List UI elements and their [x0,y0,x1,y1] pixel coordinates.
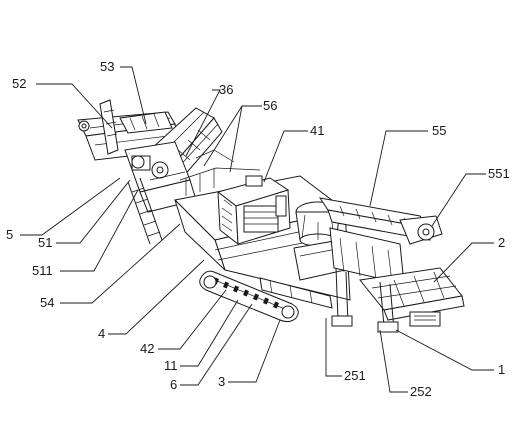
rear-supports [331,267,399,333]
label-55: 55 [432,123,446,138]
label-3: 3 [218,374,225,389]
side-conveyor [318,197,443,245]
frame-rails [259,277,333,309]
label-1: 1 [498,362,505,377]
access-ladder [127,177,163,245]
label-4: 4 [98,326,105,341]
feeder-section [124,141,197,213]
label-252: 252 [410,384,432,399]
machine-illustration [77,99,465,333]
label-11: 11 [164,358,178,373]
leader-lines [20,66,494,393]
label-53: 53 [100,59,114,74]
top-railing [179,149,261,196]
label-6: 6 [170,377,177,392]
label-551: 551 [488,166,510,181]
crusher-unit [293,201,346,281]
label-511: 511 [32,263,53,278]
power-unit [216,175,291,246]
label-41: 41 [310,123,324,138]
label-51: 51 [38,235,52,250]
label-251: 251 [344,368,366,383]
callout-labels: 52 53 36 56 41 55 551 2 5 51 511 54 4 42… [6,59,510,399]
label-56: 56 [263,98,277,113]
label-42: 42 [140,341,154,356]
label-2: 2 [498,235,505,250]
label-5: 5 [6,227,13,242]
label-52: 52 [12,76,26,91]
label-54: 54 [40,295,54,310]
label-36: 36 [219,82,233,97]
crawler-track [199,270,299,323]
